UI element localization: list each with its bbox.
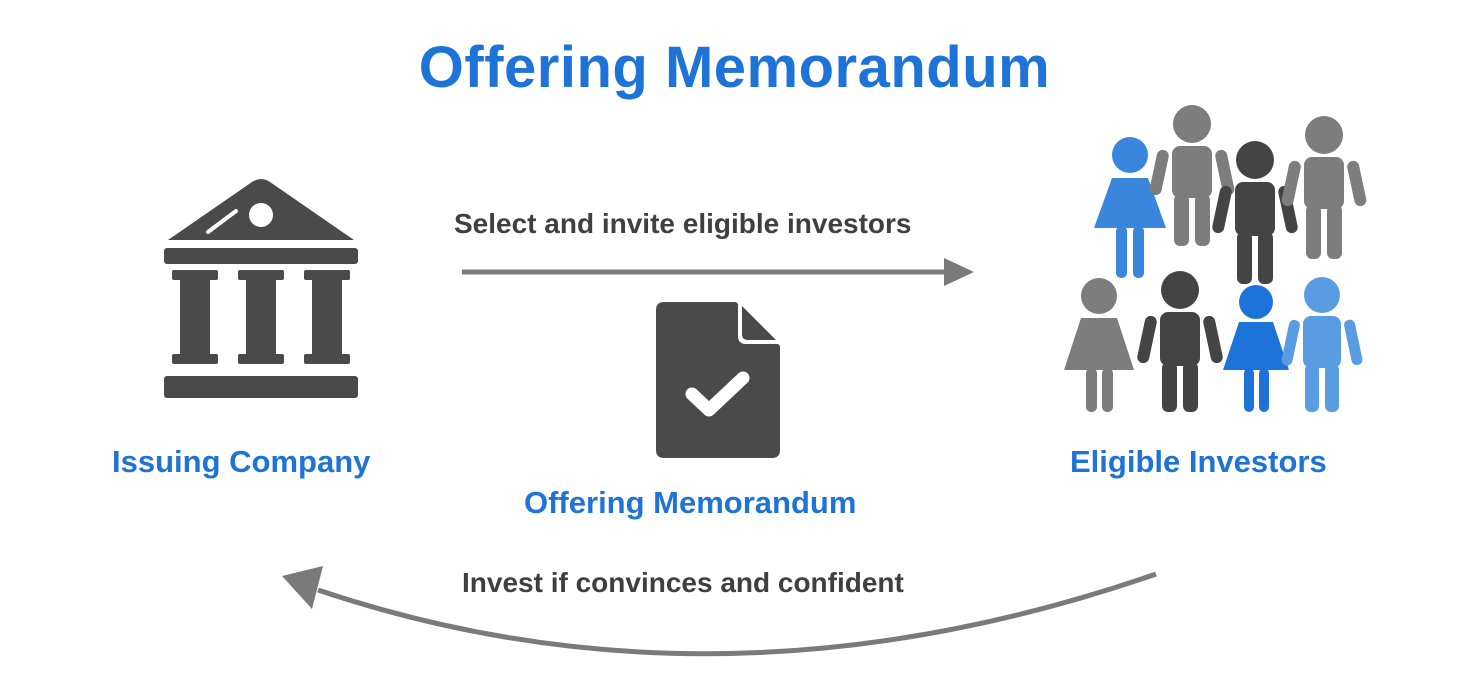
person-figure [1281, 116, 1367, 259]
document-check-icon [656, 300, 782, 458]
person-figure [1212, 141, 1298, 284]
page-title: Offering Memorandum [418, 35, 1051, 100]
person-figure [1064, 278, 1134, 412]
document-label: Offering Memorandum [524, 485, 857, 520]
person-figure [1223, 285, 1289, 412]
person-figure [1149, 105, 1235, 246]
forward-arrow [462, 258, 974, 286]
people-group-icon [1064, 105, 1367, 412]
person-figure [1137, 271, 1223, 412]
issuer-label: Issuing Company [112, 444, 371, 479]
return-arrow [282, 566, 1157, 657]
return-flow-label: Invest if convinces and confident [462, 567, 904, 598]
person-figure [1094, 137, 1166, 278]
bank-building-icon [164, 179, 358, 398]
forward-flow-label: Select and invite eligible investors [454, 208, 912, 239]
person-figure [1281, 277, 1363, 412]
investors-label: Eligible Investors [1070, 444, 1327, 479]
